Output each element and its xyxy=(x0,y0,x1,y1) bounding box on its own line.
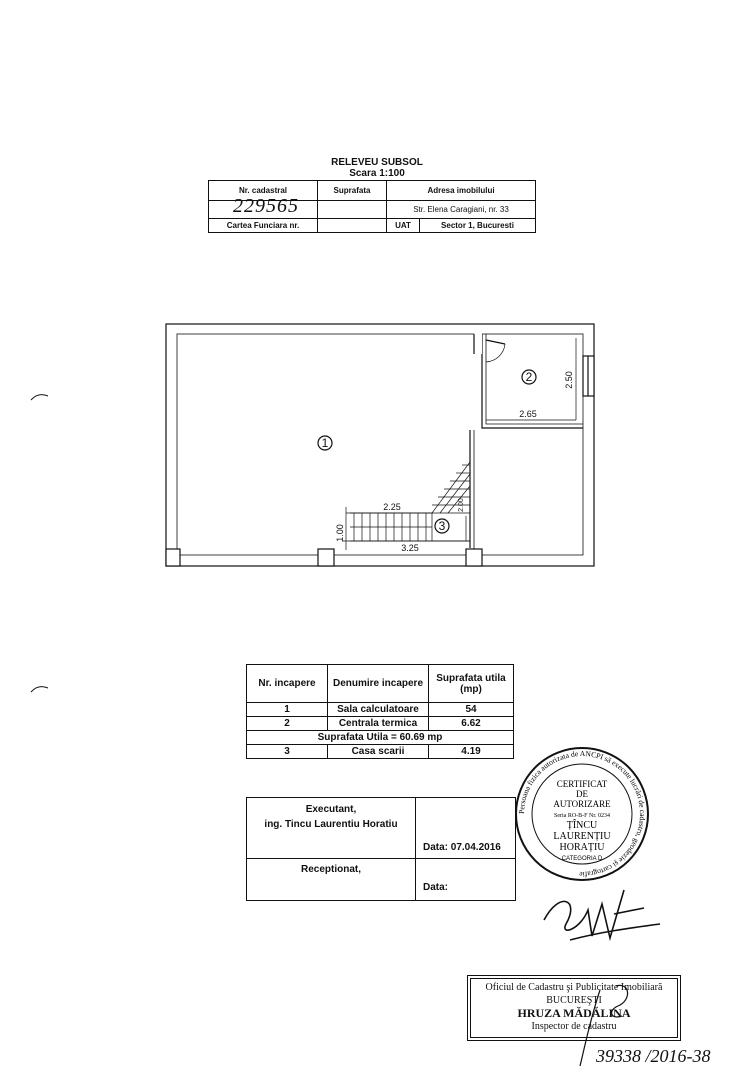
dim-2-25: 2.25 xyxy=(383,502,401,512)
col-denumire-header: Denumire incapere xyxy=(327,664,429,703)
dim-2-65: 2.65 xyxy=(519,409,537,419)
row-nr: 1 xyxy=(246,702,328,717)
ocpi-line3: HRUZA MĂDĂLINA xyxy=(517,1006,631,1020)
cartea-funciara-label: Cartea Funciara nr. xyxy=(208,218,318,233)
executant-cell: Executant, ing. Tincu Laurentiu Horatiu xyxy=(247,798,416,859)
receptionat-label: Receptionat, xyxy=(300,864,361,875)
ocpi-line1: Oficiul de Cadastru şi Publicitate Imobi… xyxy=(485,982,663,993)
table-row: 3 Casa scarii 4.19 xyxy=(246,744,514,759)
room-3-number: 3 xyxy=(439,519,446,533)
stamp-line5: ȚÎNCU xyxy=(567,819,598,831)
stamp-line6: LAURENȚIU xyxy=(553,831,611,842)
stamp-line7: HORAȚIU xyxy=(560,842,606,853)
stamp-line1: CERTIFICAT xyxy=(557,779,608,789)
stamp-line3: AUTORIZARE xyxy=(553,799,611,809)
signature-scribble xyxy=(543,889,661,942)
col-nr-header: Nr. incapere xyxy=(246,664,328,703)
executant-name: ing. Tincu Laurentiu Horatiu xyxy=(264,819,398,830)
row-area: 54 xyxy=(428,702,514,717)
ocpi-line4: Inspector de cadastru xyxy=(531,1021,617,1032)
total-area: Suprafata Utila = 60.69 mp xyxy=(246,730,514,745)
col-suprafata-header: Suprafata utila (mp) xyxy=(428,664,514,703)
row-name: Centrala termica xyxy=(327,716,429,731)
nr-cadastral-value-cell: 229565 xyxy=(208,195,318,219)
nr-cadastral-value: 229565 xyxy=(233,195,299,217)
uat-value: Sector 1, Bucuresti xyxy=(419,218,536,233)
executant-label: Executant, xyxy=(305,804,357,815)
cadastral-table: Nr. cadastral Suprafata Adresa imobilulu… xyxy=(208,180,536,233)
row-name: Sala calculatoare xyxy=(327,702,429,717)
stamp-line4: Seria RO-B-F Nr. 0234 xyxy=(554,813,610,819)
page-title: RELEVEU SUBSOL xyxy=(331,157,423,168)
stamp-line2: DE xyxy=(576,789,588,799)
dim-stair-small: 2.00 xyxy=(458,498,465,512)
row-area: 4.19 xyxy=(428,744,514,759)
table-row: 2 Centrala termica 6.62 xyxy=(246,716,514,731)
row-nr: 2 xyxy=(246,716,328,731)
row-nr: 3 xyxy=(246,744,328,759)
ocpi-signature-scribble xyxy=(579,984,629,1067)
stamp-line8: CATEGORIA D xyxy=(562,856,603,862)
room-1-marker xyxy=(317,435,333,451)
table-row: 1 Sala calculatoare 54 xyxy=(246,702,514,717)
floor-plan: 1 2 3 2.65 2.50 2.25 1.00 3.25 2.00 xyxy=(165,323,595,567)
date-receptionat: Data: xyxy=(423,882,449,893)
dim-2-50: 2.50 xyxy=(564,371,574,389)
date-executant: Data: 07.04.2016 xyxy=(423,842,501,853)
margin-mark-1 xyxy=(30,394,49,401)
dim-3-25: 3.25 xyxy=(401,543,419,553)
signature-area: Executant, ing. Tincu Laurentiu Horatiu … xyxy=(246,797,516,901)
ocpi-stamp: Oficiul de Cadastru şi Publicitate Imobi… xyxy=(467,975,681,1041)
margin-mark-2 xyxy=(30,686,49,693)
row-area: 6.62 xyxy=(428,716,514,731)
room-2-marker xyxy=(521,369,537,385)
registration-number: 39338 /2016-38 xyxy=(596,1046,711,1066)
dim-1-00: 1.00 xyxy=(335,524,345,542)
outer-wall xyxy=(165,323,595,567)
certification-stamp: Persoana fizica autorizata de ANCPI să e… xyxy=(515,747,649,881)
room-1-number: 1 xyxy=(322,436,329,450)
room-2-number: 2 xyxy=(526,370,533,384)
row-name: Casa scarii xyxy=(327,744,429,759)
ocpi-line2: BUCUREŞTI xyxy=(546,995,602,1006)
rooms-table: Nr. incapere Denumire incapere Suprafata… xyxy=(246,664,514,759)
room-3-marker xyxy=(434,518,450,534)
page-scale: Scara 1:100 xyxy=(349,168,405,179)
